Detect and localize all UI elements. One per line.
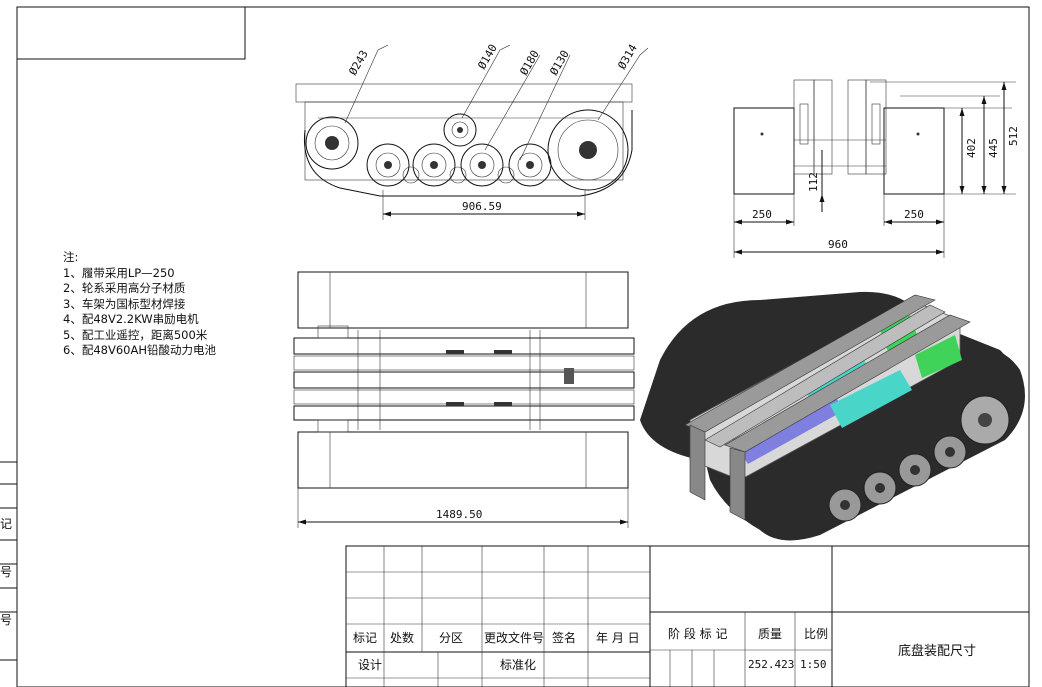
dim-512: 512 [1007, 126, 1020, 146]
dim-d180: Ø180 [517, 48, 542, 77]
note-item-3: 3、车架为国标型材焊接 [63, 296, 186, 311]
dim-960: 960 [828, 238, 848, 251]
tb-standard: 标准化 [500, 658, 536, 672]
dim-top-length: 1489.50 [436, 508, 482, 521]
top-view [293, 271, 635, 528]
tb-header-2: 分区 [439, 631, 463, 645]
dim-d314: Ø314 [615, 42, 640, 72]
notes-heading: 注: [63, 250, 79, 264]
front-view [733, 79, 1016, 258]
dim-d130: Ø130 [547, 48, 572, 77]
note-item-4: 4、配48V2.2KW串励电机 [63, 312, 199, 326]
notes-block: 注: 1、履带采用LP—250 2、轮系采用高分子材质 3、车架为国标型材焊接 … [63, 250, 216, 359]
tb-header-3: 更改文件号 [484, 630, 544, 645]
dim-250-left: 250 [752, 208, 772, 221]
title-block [345, 545, 1030, 687]
isometric-view [640, 291, 1025, 541]
tb-header-4: 签名 [552, 630, 576, 645]
side-view [295, 44, 649, 220]
note-item-6: 6、配48V60AH铅酸动力电池 [63, 343, 216, 357]
tb-mass-value: 252.423 [748, 658, 794, 671]
margin-label-ji: 记 [0, 517, 12, 531]
tb-header-5: 年 月 日 [596, 631, 640, 645]
dim-250-right: 250 [904, 208, 924, 221]
left-margin-table [0, 461, 17, 661]
margin-label-hao2: 号 [0, 613, 12, 627]
dim-side-length: 906.59 [462, 200, 502, 213]
tb-scale-label: 比例 [804, 627, 828, 641]
dim-d243: Ø243 [346, 48, 371, 77]
note-item-5: 5、配工业遥控，距离500米 [63, 327, 208, 342]
note-item-2: 2、轮系采用高分子材质 [63, 281, 186, 295]
margin-label-hao1: 号 [0, 565, 12, 579]
tb-mass-label: 质量 [758, 627, 782, 641]
tb-drawing-title: 底盘装配尺寸 [898, 643, 976, 659]
tb-stage-label: 阶 段 标 记 [668, 626, 727, 641]
dim-402: 402 [965, 138, 978, 158]
tb-design: 设计 [358, 658, 382, 672]
tb-header-0: 标记 [353, 631, 377, 645]
drawing-border [16, 6, 1030, 687]
dim-445: 445 [987, 138, 1000, 158]
tb-header-1: 处数 [390, 630, 414, 645]
road-wheels [366, 143, 552, 187]
note-item-1: 1、履带采用LP—250 [63, 265, 175, 280]
dim-112: 112 [807, 172, 820, 192]
tb-scale-value: 1:50 [800, 658, 827, 671]
corner-box [16, 6, 246, 60]
